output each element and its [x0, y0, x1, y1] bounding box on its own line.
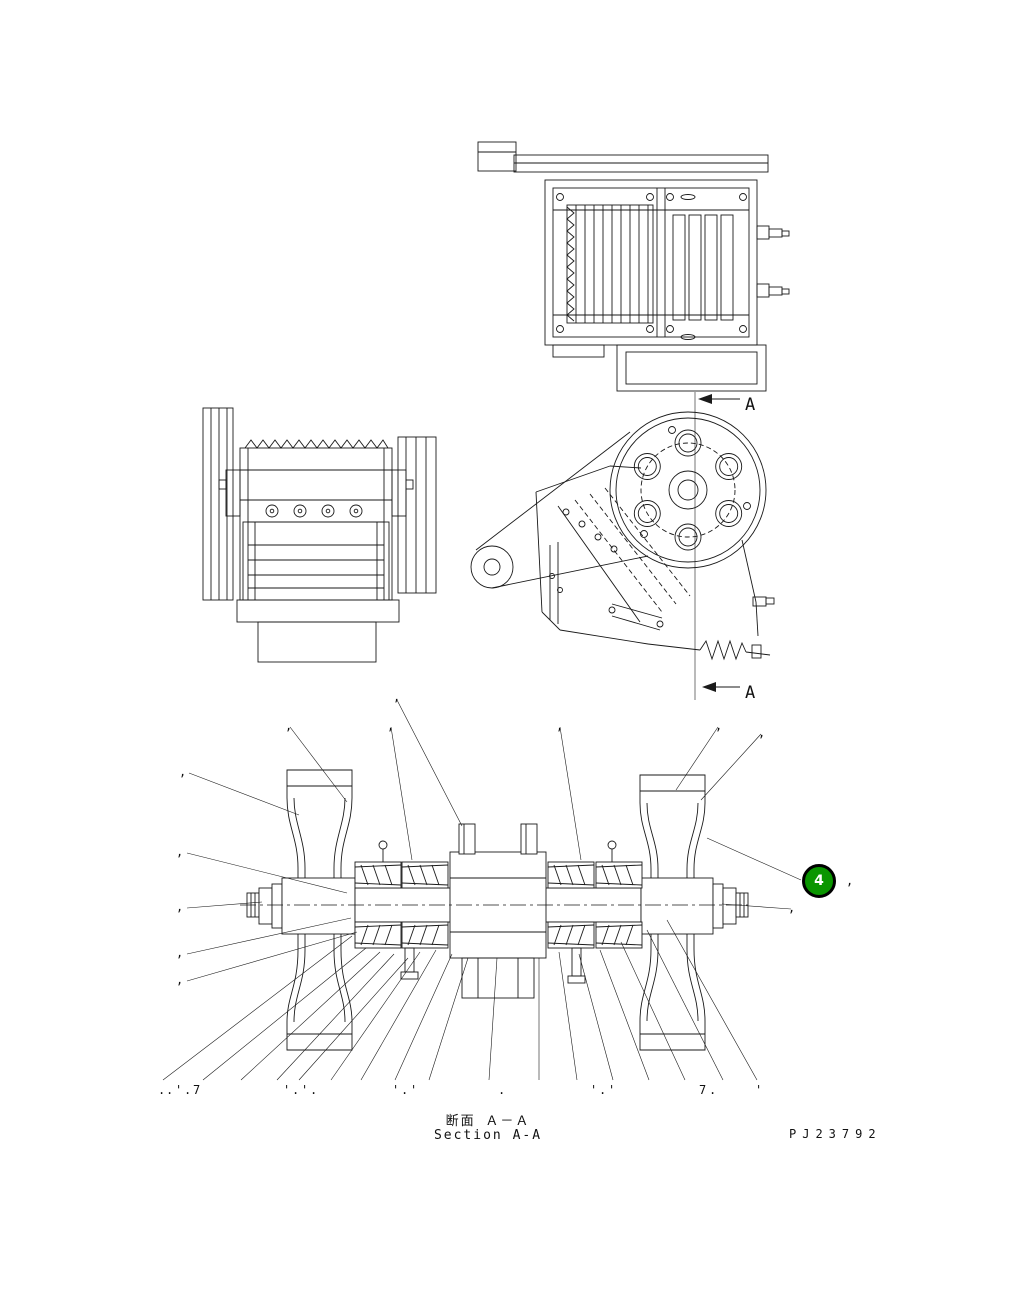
part-ref-mark: , [556, 719, 564, 733]
section-marker-bottom: A [745, 683, 755, 703]
drive-pulley [470, 545, 514, 589]
front-view [202, 407, 437, 663]
section-title-jp: 断面 Ａ－Ａ [445, 1114, 531, 1129]
side-view [470, 392, 775, 700]
side-bolt [756, 283, 770, 298]
flywheel [609, 411, 767, 569]
part-ref-mark: . [292, 1083, 300, 1097]
pitman-arm [520, 823, 538, 855]
part-ref-mark: ' [755, 1083, 763, 1097]
belt-line [475, 431, 631, 551]
part-ref-mark: . [599, 1083, 607, 1097]
leader-lines [162, 699, 802, 1081]
part-ref-mark: . [498, 1083, 506, 1097]
shaft-nut-left [258, 887, 273, 925]
part-ref-mark: , [393, 690, 401, 704]
bearing [595, 921, 643, 949]
jaw-teeth [244, 439, 389, 449]
part-ref-mark: ' [175, 1083, 183, 1097]
bearing [354, 921, 402, 949]
part-ref-mark: . [158, 1083, 166, 1097]
section-aa-view [240, 769, 749, 1051]
shaft-journal-left [281, 877, 356, 935]
part-ref-mark: ' [283, 1083, 291, 1097]
part-ref-mark: ' [301, 1083, 309, 1097]
part-ref-mark: . [166, 1083, 174, 1097]
part-ref-mark: , [176, 973, 184, 987]
part-ref-mark: , [285, 719, 293, 733]
part-ref-mark: , [387, 719, 395, 733]
part-ref-mark: ' [392, 1083, 400, 1097]
callout-4-badge[interactable]: 4 [802, 864, 836, 898]
grease-fitting [607, 840, 617, 850]
part-ref-mark: , [179, 765, 187, 779]
part-ref-mark: ' [410, 1083, 418, 1097]
part-ref-mark: , [176, 845, 184, 859]
part-ref-mark: . [401, 1083, 409, 1097]
part-ref-mark: . [310, 1083, 318, 1097]
part-ref-mark: , [846, 874, 854, 888]
section-marker-top: A [745, 395, 755, 415]
part-ref-mark: , [715, 719, 723, 733]
bearing [401, 861, 449, 889]
flywheel-edge-right [397, 436, 437, 594]
section-arrow-bottom [702, 682, 716, 692]
tension-spring [699, 639, 747, 661]
part-ref-mark: ' [590, 1083, 598, 1097]
flywheel-edge-left [202, 407, 234, 601]
part-ref-mark: 7 [193, 1083, 201, 1097]
toggle-plate [611, 603, 663, 619]
bearing [547, 921, 595, 949]
pitman-arm [458, 823, 476, 855]
side-bolt [756, 225, 770, 240]
part-ref-mark: , [758, 726, 766, 740]
shaft-nut-right [722, 887, 737, 925]
part-ref-mark: 7 [699, 1083, 707, 1097]
jaw-grille [566, 204, 654, 324]
bearing [547, 861, 595, 889]
bearing [595, 861, 643, 889]
part-ref-mark: , [176, 946, 184, 960]
section-arrows: A A [698, 394, 755, 703]
part-ref-mark: , [176, 900, 184, 914]
section-arrow-top [698, 394, 712, 404]
part-ref-mark: ' [608, 1083, 616, 1097]
grease-fitting [378, 840, 388, 850]
section-title-en: Section A-A [433, 1128, 543, 1143]
drawing-number: PJ23792 [789, 1127, 882, 1141]
pitman-lower [461, 957, 535, 999]
plan-view [477, 141, 790, 392]
part-ref-mark: , [788, 901, 796, 915]
belt-line [491, 555, 649, 589]
part-ref-mark: . [184, 1083, 192, 1097]
part-ref-mark: . [709, 1083, 717, 1097]
bearing [354, 861, 402, 889]
bearing [401, 921, 449, 949]
shaft-journal-right [640, 877, 714, 935]
